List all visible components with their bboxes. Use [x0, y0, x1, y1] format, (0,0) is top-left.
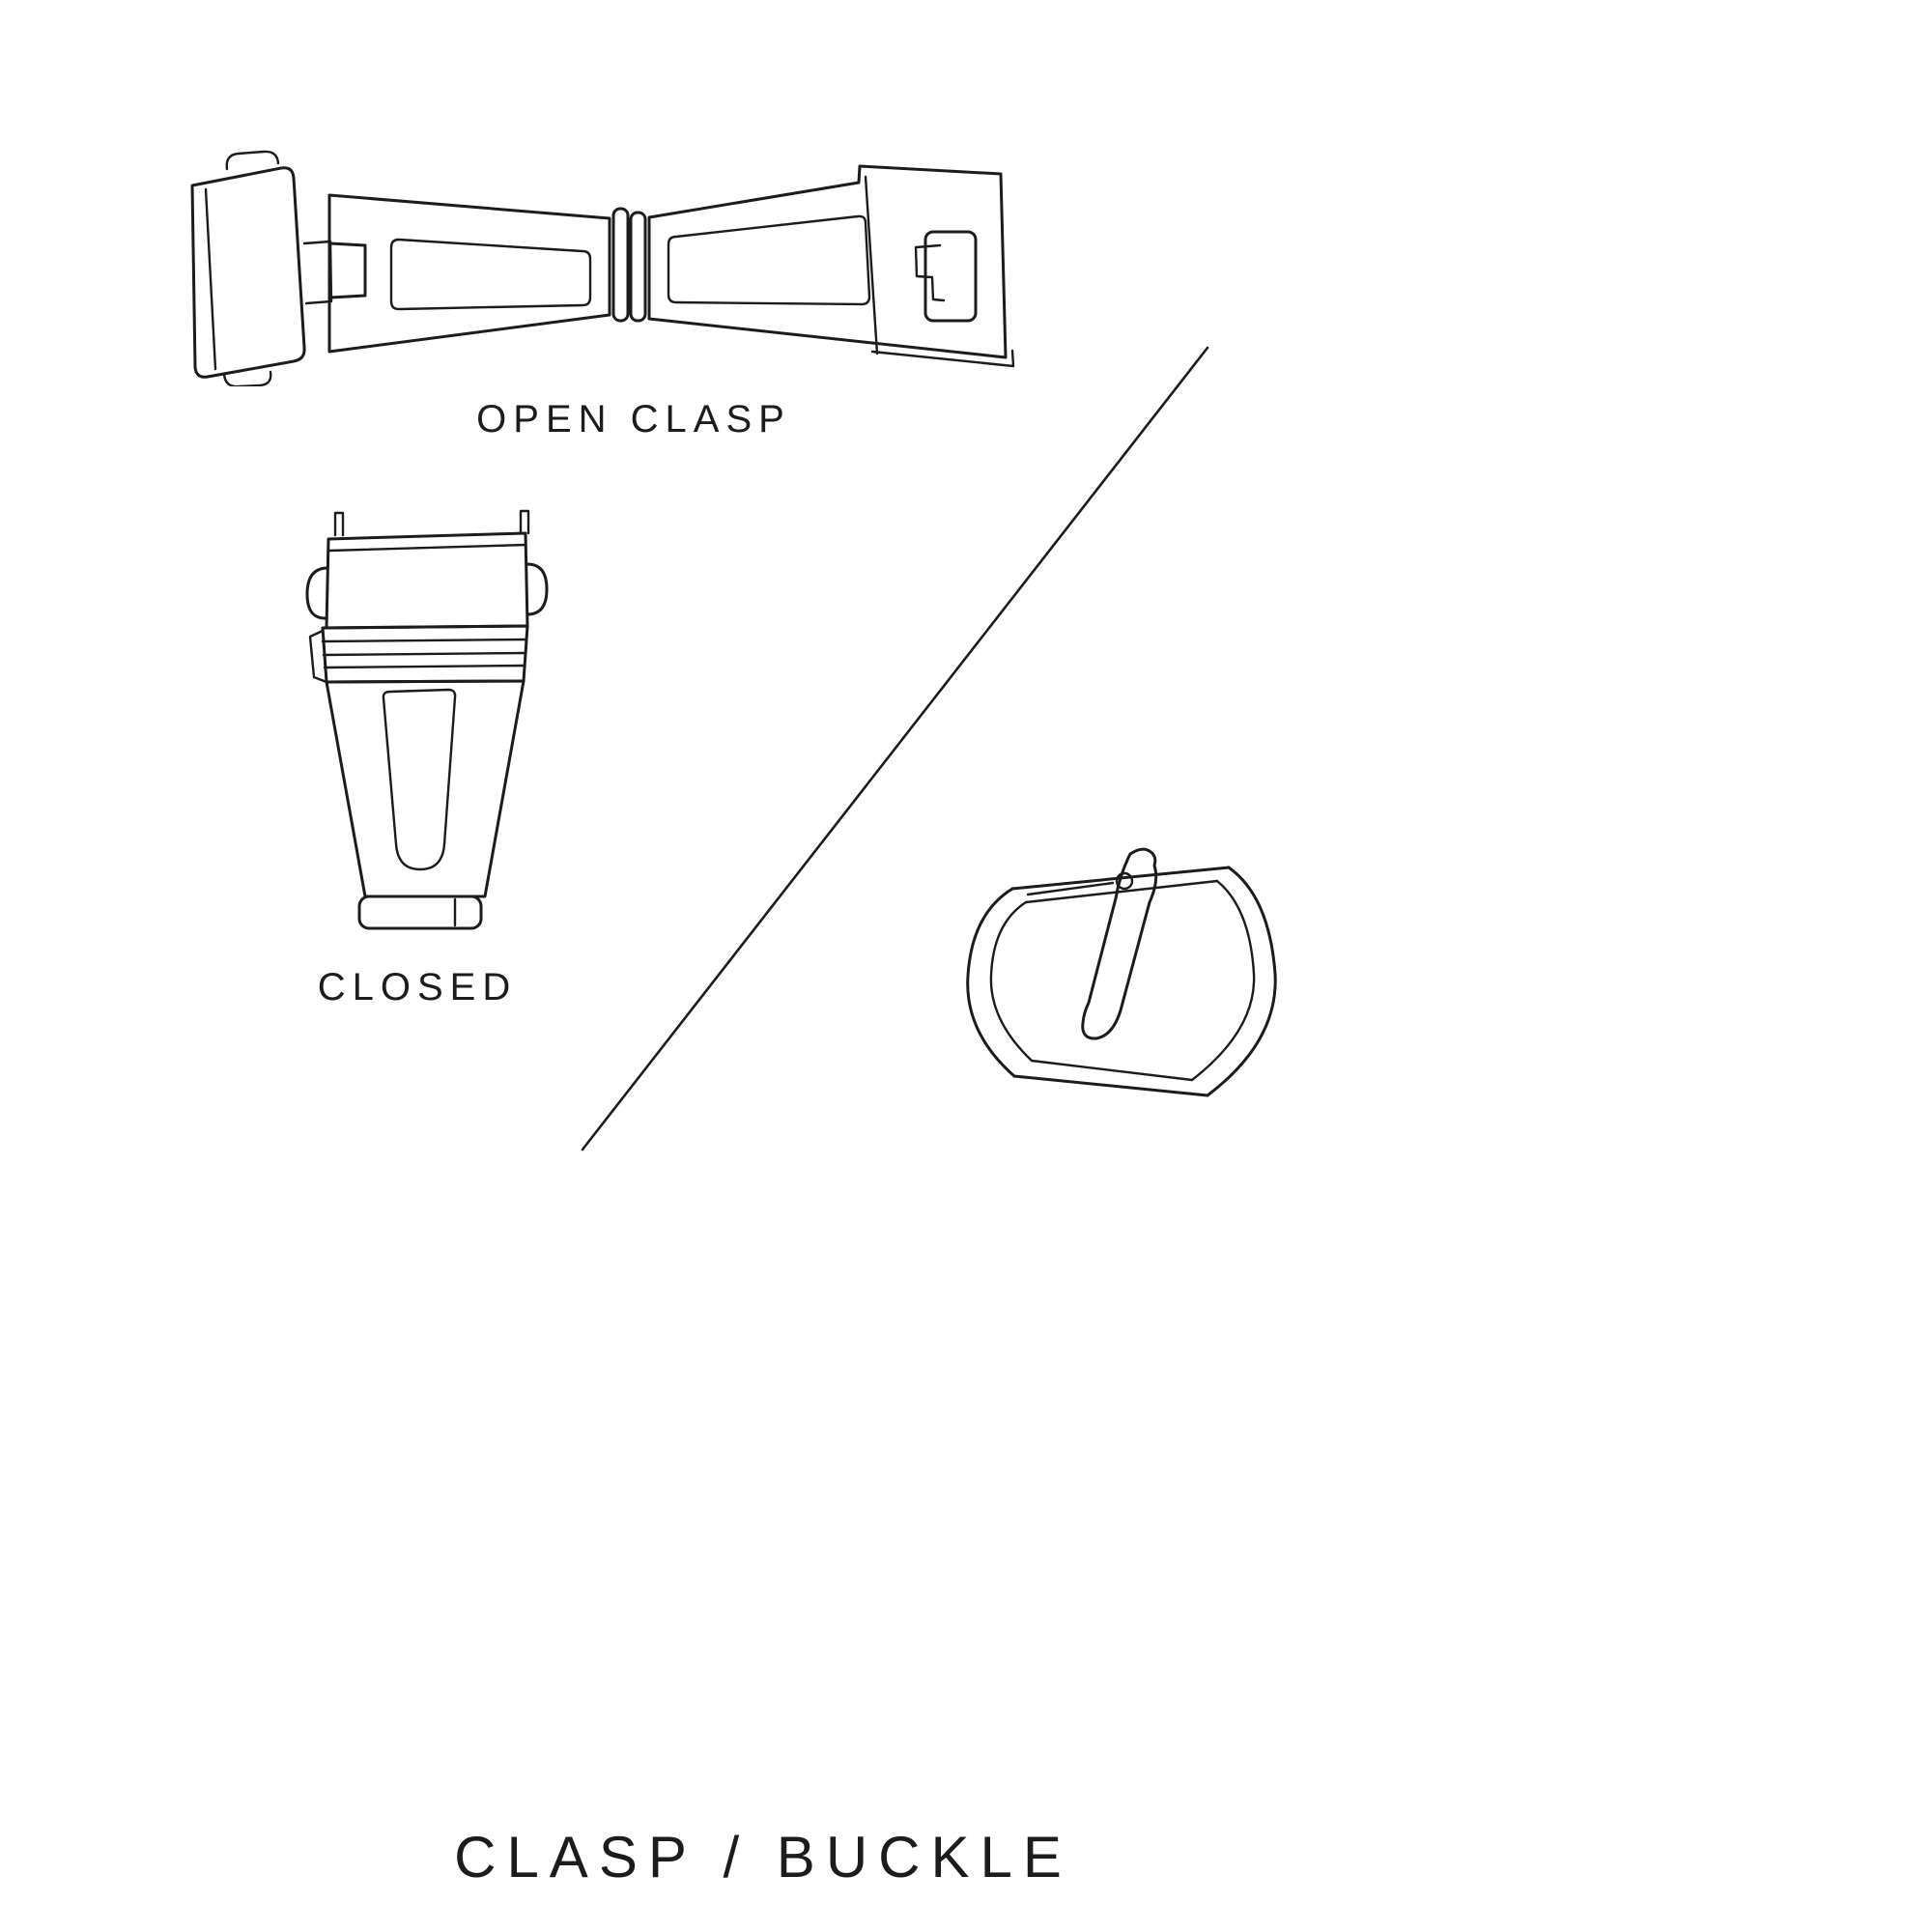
- buckle-frame: [966, 866, 1277, 1097]
- page-title: CLASP / BUCKLE: [454, 1825, 1072, 1889]
- closed-clasp-illustration: [305, 509, 549, 930]
- open-clasp-label: OPEN CLASP: [476, 398, 791, 440]
- closed-clasp-band: [308, 624, 529, 684]
- buckle-pin: [1081, 847, 1158, 1040]
- clasp-left-endpiece: [190, 150, 306, 386]
- pin-buckle-illustration: [966, 847, 1277, 1097]
- closed-clasp-label: CLOSED: [317, 966, 518, 1009]
- open-clasp-illustration: [190, 150, 1015, 386]
- diagonal-divider-line: [581, 346, 1209, 1151]
- buckle-spring-bar: [1026, 871, 1134, 896]
- closed-clasp-body: [325, 679, 526, 898]
- clasp-hinge: [611, 207, 647, 323]
- closed-clasp-top-block: [305, 509, 549, 630]
- closed-clasp-bottom-bar: [357, 895, 483, 930]
- clasp-right-arm: [647, 164, 1015, 368]
- clasp-left-arm: [302, 193, 611, 354]
